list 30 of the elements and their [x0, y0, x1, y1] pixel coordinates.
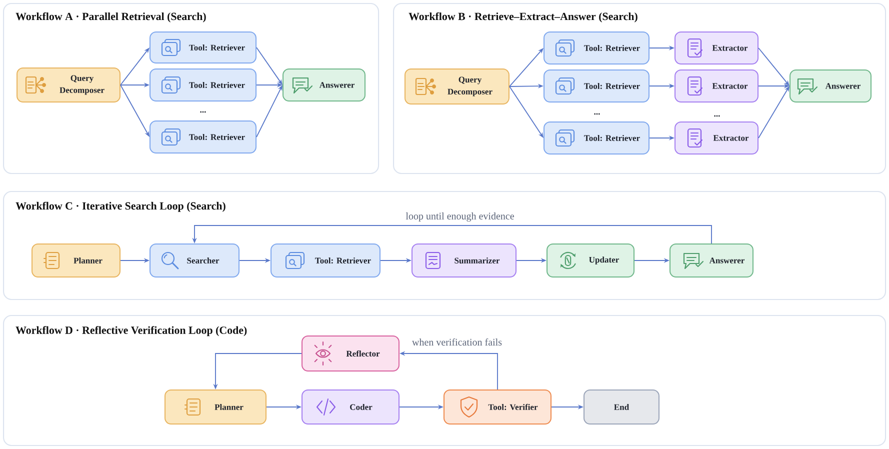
- process-box: Tool: Retriever: [150, 32, 256, 64]
- process-box: Tool: Retriever: [150, 120, 256, 154]
- process-box: Tool: Retriever: [544, 70, 650, 102]
- process-box: Updater: [546, 243, 634, 278]
- process-box: Tool: Verifier: [444, 389, 552, 424]
- process-box: Query Decomposer: [404, 68, 510, 104]
- process-box: Answerer: [790, 70, 872, 102]
- process-box: Query Decomposer: [16, 68, 121, 102]
- edge-label: when verification fails: [410, 337, 504, 347]
- process-box: Summarizer: [412, 243, 516, 278]
- ellipsis: ...: [714, 115, 720, 117]
- process-box: Planner: [164, 389, 266, 424]
- process-box: Extractor: [674, 32, 758, 64]
- process-box: Planner: [32, 243, 120, 278]
- process-box: Answerer: [670, 243, 754, 278]
- process-box: Extractor: [674, 70, 758, 102]
- process-box: Extractor: [674, 122, 758, 154]
- ellipsis: ...: [594, 113, 600, 115]
- ellipsis: ...: [200, 111, 206, 113]
- process-box: Answerer: [282, 68, 366, 102]
- process-box: End: [584, 389, 660, 424]
- process-box: Searcher: [150, 243, 240, 278]
- arrow: [509, 48, 544, 87]
- process-box: Tool: Retriever: [544, 122, 650, 154]
- process-box: Coder: [302, 389, 400, 424]
- process-box: Reflector: [302, 336, 400, 372]
- process-box: Tool: Retriever: [270, 243, 380, 278]
- process-box: Tool: Retriever: [544, 32, 650, 64]
- process-box: Tool: Retriever: [150, 68, 256, 102]
- edge-label: loop until enough evidence: [404, 211, 516, 223]
